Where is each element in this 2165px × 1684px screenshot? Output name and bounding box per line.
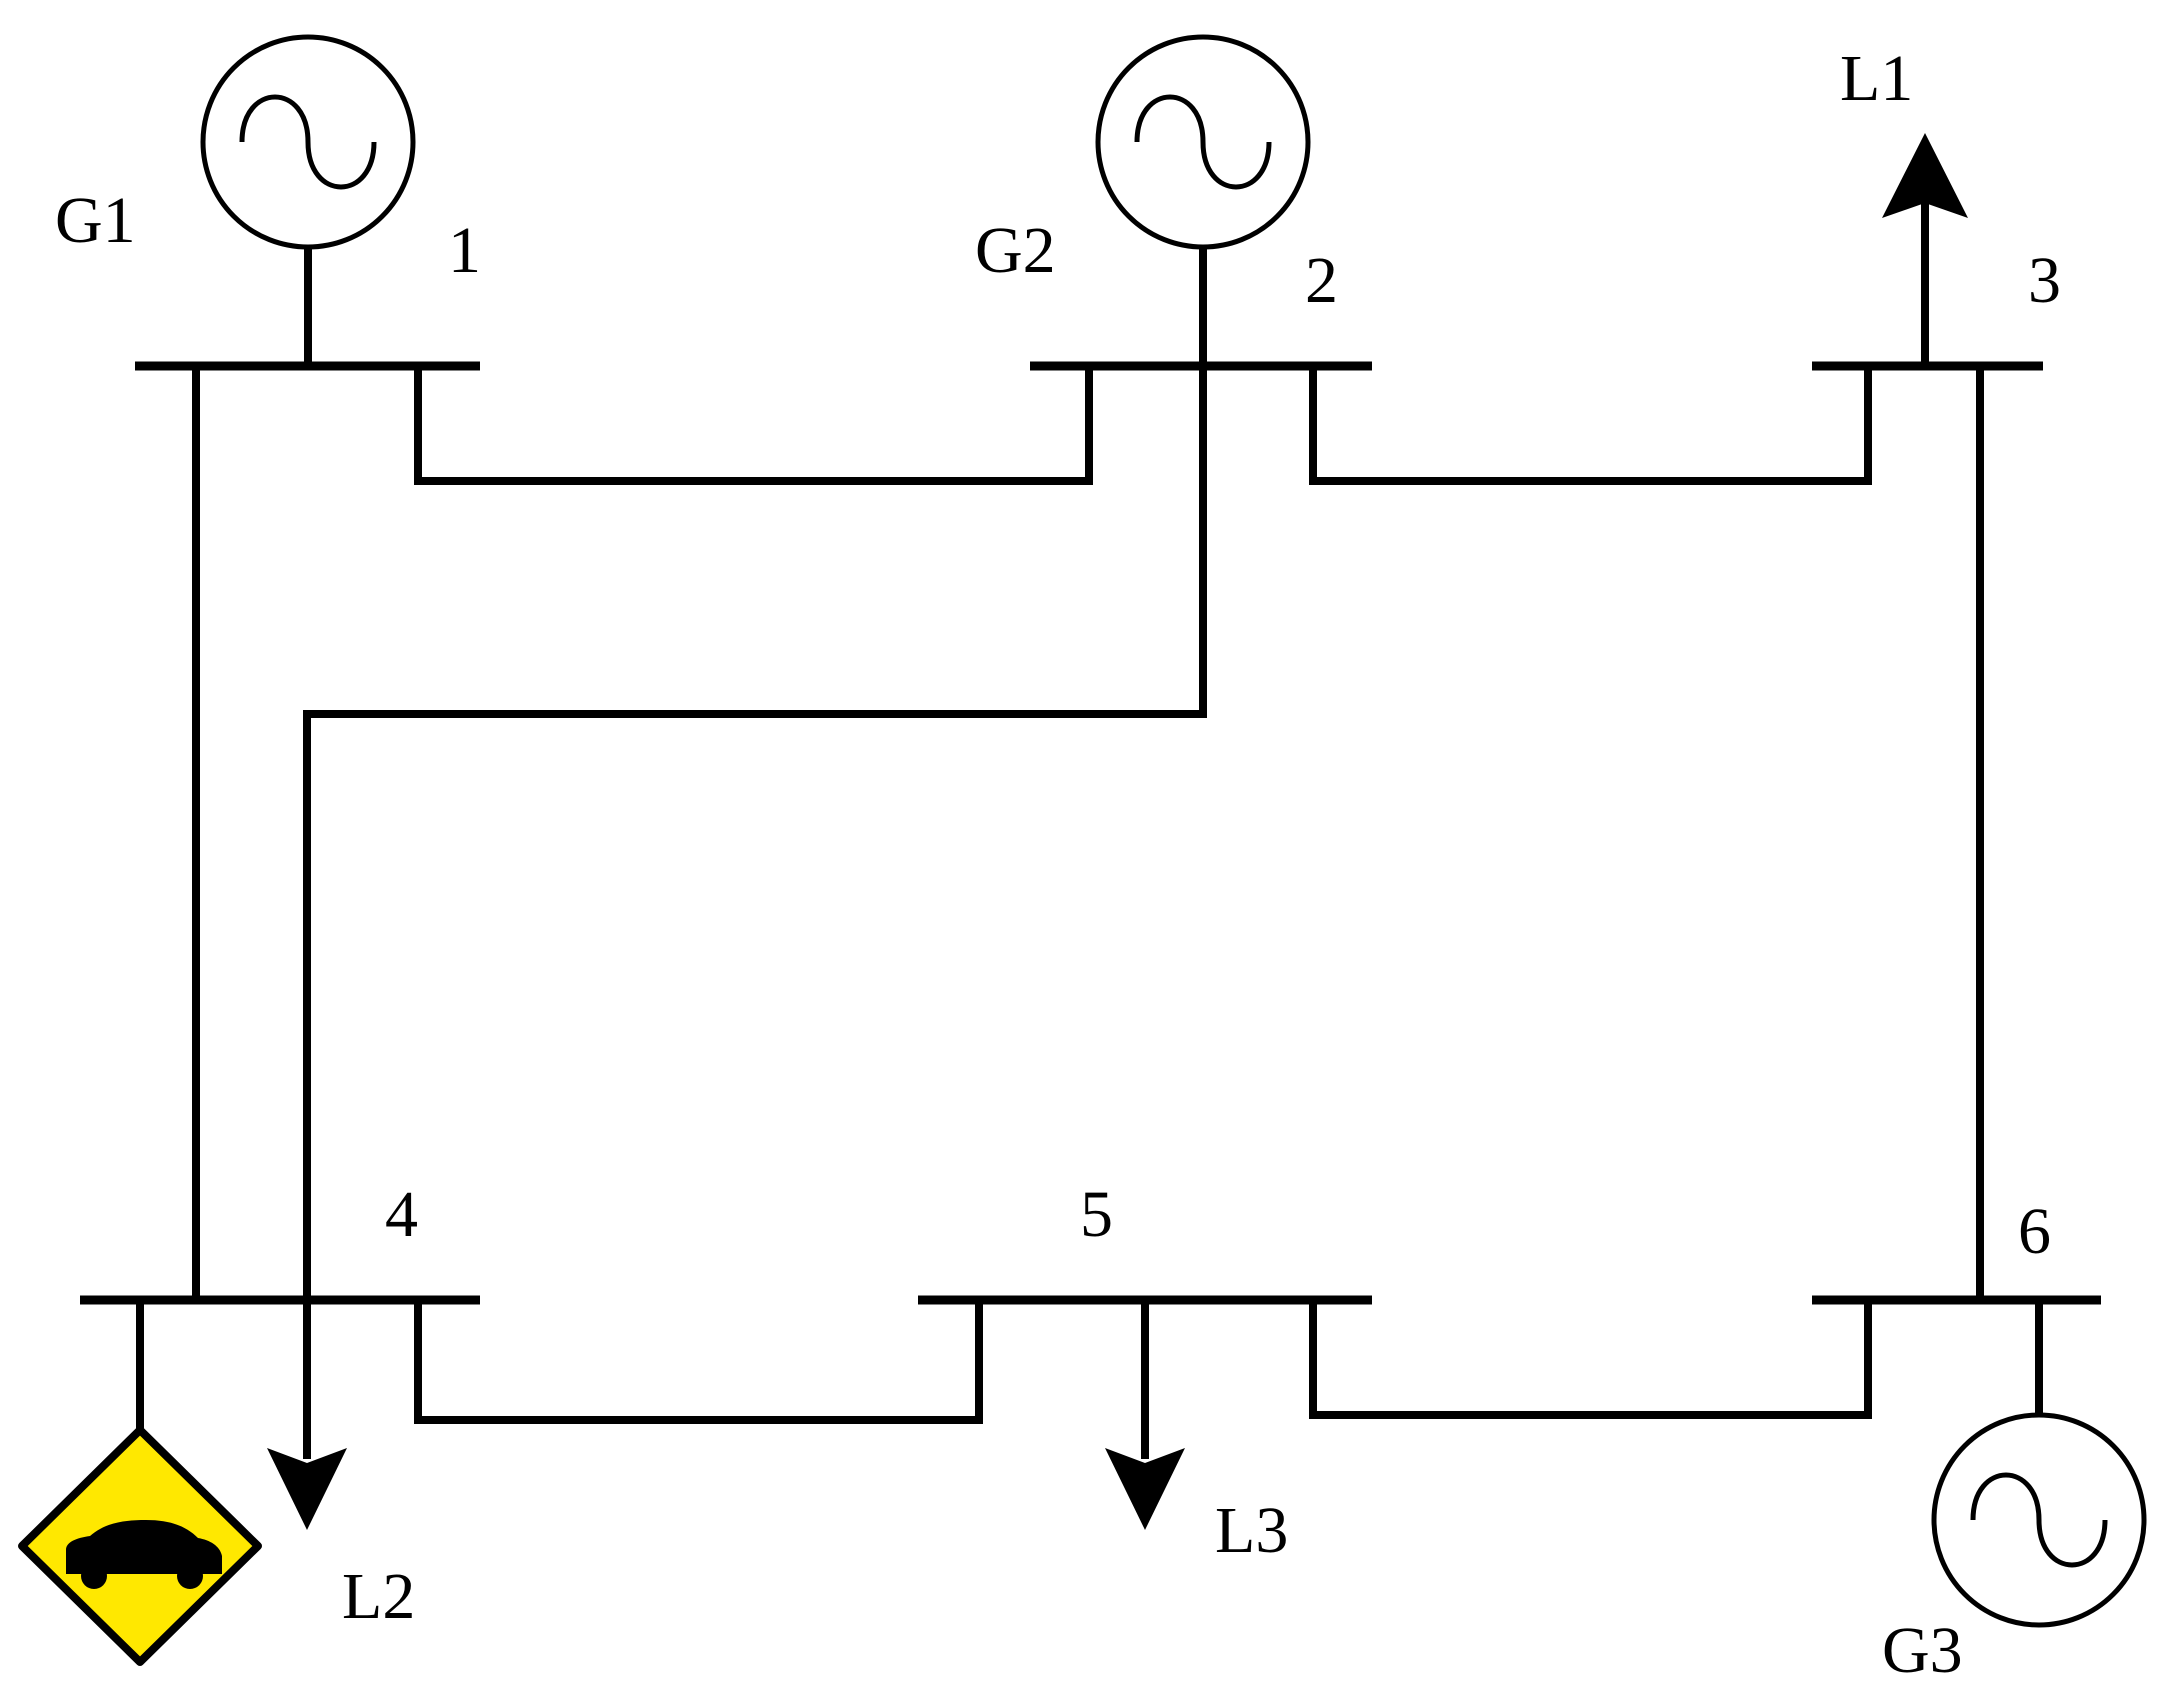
sine-wave-icon: [239, 94, 377, 190]
load-arrow-down-icon: [1105, 1448, 1185, 1530]
load-l1: [1882, 133, 1968, 370]
generator-label-g3: G3: [1882, 1614, 1963, 1684]
load-arrow-up-icon: [1882, 133, 1968, 218]
bus-label-5: 5: [1080, 1178, 1113, 1251]
sine-wave-icon: [1134, 94, 1272, 190]
line-4-5: [414, 1296, 983, 1424]
car-icon: [66, 1520, 222, 1589]
load-l2: [267, 1296, 347, 1530]
line-5-6: [1309, 1296, 1872, 1419]
bus-label-1: 1: [448, 214, 481, 287]
generator-label-g2: G2: [975, 214, 1056, 287]
load-label-l3: L3: [1215, 1494, 1288, 1567]
ev-station: [18, 1296, 262, 1666]
generator-label-g1: G1: [55, 184, 136, 257]
bus-label-3: 3: [2028, 244, 2061, 317]
load-arrow-down-icon: [267, 1448, 347, 1530]
labels: G1 G2 G3 1 2 3 4 5 6 L1 L2 L3: [55, 42, 2061, 1684]
bus-bars: [80, 361, 2101, 1305]
line-2-3: [1309, 362, 1872, 485]
sine-wave-icon: [1970, 1472, 2108, 1568]
bus-label-6: 6: [2018, 1195, 2051, 1268]
line-1-2: [414, 362, 1093, 485]
generator-g1: [200, 34, 416, 370]
load-label-l1: L1: [1840, 42, 1913, 115]
transmission-lines: [192, 246, 1984, 1424]
load-l3: [1105, 1296, 1185, 1530]
generator-g2: [1095, 34, 1311, 250]
line-2-4: [303, 246, 1207, 1304]
bus-label-2: 2: [1305, 244, 1338, 317]
generator-g3: [1931, 1296, 2147, 1628]
bus-label-4: 4: [385, 1178, 418, 1251]
load-label-l2: L2: [342, 1560, 415, 1633]
